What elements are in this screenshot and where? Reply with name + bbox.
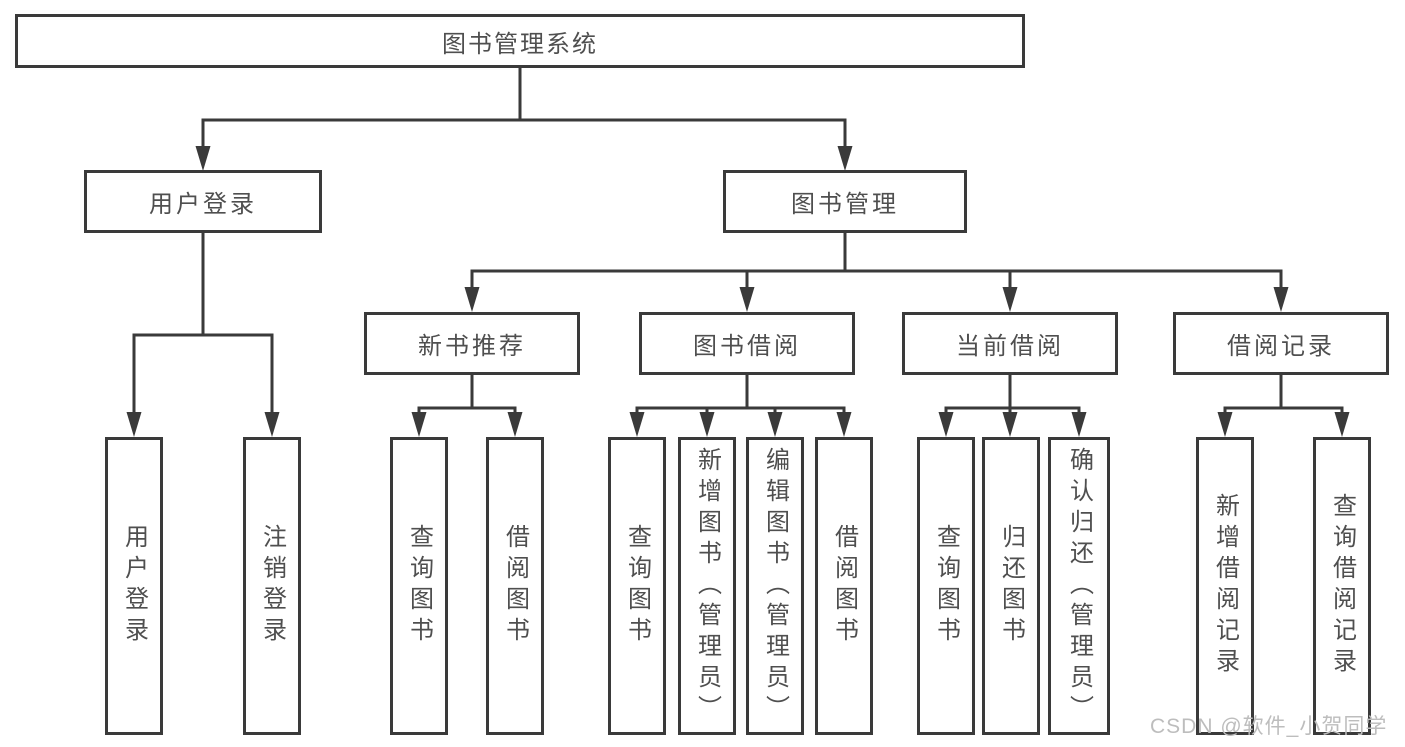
leaf-query-borrow-record: 查询借阅记录	[1313, 437, 1371, 735]
leaf-add-books-admin: 新增图书（管理员）	[678, 437, 736, 735]
node-borrowing-records: 借阅记录	[1173, 312, 1389, 375]
node-label: 确认归还（管理员）	[1065, 446, 1093, 726]
node-label: 查询图书	[932, 524, 960, 648]
node-label: 当前借阅	[956, 333, 1064, 360]
node-label: 新书推荐	[418, 333, 526, 360]
node-label: 归还图书	[997, 524, 1025, 648]
node-label: 新增借阅记录	[1211, 493, 1239, 679]
node-label: 编辑图书（管理员）	[761, 446, 789, 726]
connector-current-borrowing-to-leaves	[938, 375, 1087, 437]
leaf-query-books-borrowing: 查询图书	[608, 437, 666, 735]
leaf-borrow-books-recommend: 借阅图书	[486, 437, 544, 735]
node-book-borrowing: 图书借阅	[639, 312, 855, 375]
node-root: 图书管理系统	[15, 14, 1025, 68]
leaf-query-books-current: 查询图书	[917, 437, 975, 735]
node-label: 图书借阅	[693, 333, 801, 360]
node-new-book-recommendation: 新书推荐	[364, 312, 580, 375]
node-label: 图书管理	[791, 191, 899, 218]
leaf-add-borrow-record: 新增借阅记录	[1196, 437, 1254, 735]
node-user-login: 用户登录	[84, 170, 322, 233]
leaf-edit-books-admin: 编辑图书（管理员）	[746, 437, 804, 735]
node-current-borrowing: 当前借阅	[902, 312, 1118, 375]
node-label: 借阅图书	[501, 524, 529, 648]
leaf-return-books: 归还图书	[982, 437, 1040, 735]
leaf-user-login: 用户登录	[105, 437, 163, 735]
node-book-management: 图书管理	[723, 170, 967, 233]
node-label: 图书管理系统	[442, 30, 598, 58]
leaf-confirm-return-admin: 确认归还（管理员）	[1048, 437, 1110, 735]
leaf-query-books-recommend: 查询图书	[390, 437, 448, 735]
node-label: 借阅图书	[830, 524, 858, 648]
connector-borrowing-records-to-leaves	[1217, 375, 1350, 437]
connector-user-login-to-leaves	[126, 233, 280, 437]
node-label: 借阅记录	[1227, 333, 1335, 360]
leaf-logout: 注销登录	[243, 437, 301, 735]
node-label: 新增图书（管理员）	[693, 446, 721, 726]
node-label: 查询图书	[405, 524, 433, 648]
csdn-watermark: CSDN @软件_小贺同学	[1150, 715, 1388, 738]
node-label: 查询图书	[623, 524, 651, 648]
connector-book-borrowing-to-leaves	[629, 375, 852, 437]
node-label: 注销登录	[258, 524, 286, 648]
node-label: 用户登录	[120, 524, 148, 648]
connector-book-management-to-level3	[464, 233, 1289, 312]
connector-root-to-level2	[195, 68, 853, 171]
connector-new-book-recommendation-to-leaves	[411, 375, 523, 437]
node-label: 查询借阅记录	[1328, 493, 1356, 679]
node-label: 用户登录	[149, 191, 257, 218]
leaf-borrow-books: 借阅图书	[815, 437, 873, 735]
